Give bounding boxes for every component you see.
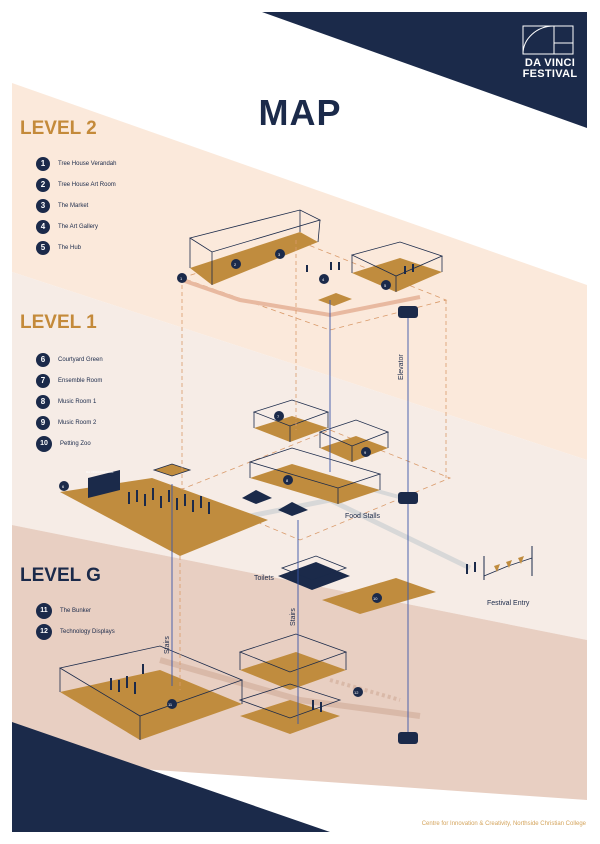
festival-entry-label: Festival Entry [487,600,530,607]
legend-item: 7 Ensemble Room [36,370,103,391]
level-g-floor-plan [58,633,421,744]
toilets-block [278,562,350,590]
legend-number: 7 [36,373,50,388]
legend-item: 12 Technology Displays [36,621,115,642]
map-title: MAP [258,92,342,133]
legend-label: Tree House Verandah [58,160,117,167]
map-marker-label: 7 [277,414,280,419]
room-2-floor [190,232,318,285]
legend-label: The Bunker [60,607,92,614]
legend-number: 11 [36,602,52,619]
room-8-floor [250,464,380,504]
room-11-floor [60,670,242,740]
map-marker-label: 3 [278,252,281,257]
room-4-floor [318,293,352,306]
logo-line-1: DA VINCI [524,57,576,69]
legend-item: 1 Tree House Verandah [36,153,116,174]
stage-sign: DA VINCI FESTIVAL [86,470,114,474]
level-2-title: LEVEL 2 [20,118,97,139]
map-marker-label: 4 [322,277,325,282]
map-marker-label: 8 [286,478,289,483]
room-9-floor [320,436,388,462]
level-2-legend: 1 Tree House Verandah 2 Tree House Art Roo… [36,153,116,258]
logo-mark [522,25,574,55]
legend-label: Ensemble Room [58,377,103,384]
map-marker-label: 11 [168,702,173,707]
legend-label: The Market [58,202,89,209]
legend-number: 2 [36,177,50,192]
map-marker-label: 1 [180,276,183,281]
level-2-band [12,83,587,460]
legend-number: 3 [36,198,50,213]
bottom-left-corner [12,722,330,832]
legend-item: 10 Petting Zoo [36,433,103,454]
level-2-floor-plan [180,209,448,331]
map-marker-label: 9 [364,450,367,455]
legend-number: 6 [36,352,50,367]
elevator-level-2-icon [398,306,418,318]
legend-number: 9 [36,415,50,430]
stairs-right-label: Stairs [290,608,297,626]
legend-label: Tree House Art Room [58,181,116,188]
legend-item: 3 The Market [36,195,116,216]
festival-logo: DA VINCI FESTIVAL [520,58,580,80]
level-1-band [12,272,587,640]
logo-line-2: FESTIVAL [522,68,578,80]
level-g-title: LEVEL G [20,565,101,586]
room-6-floor [60,478,268,556]
top-right-corner [262,12,587,128]
elevator-level-g-icon [398,732,418,744]
map-marker-label: 10 [373,596,378,601]
legend-item: 6 Courtyard Green [36,349,103,370]
legend-item: 5 The Hub [36,237,116,258]
room-7-floor [254,416,328,442]
legend-label: The Art Gallery [58,223,99,230]
map-marker-label: 6 [62,484,65,489]
elevator-label: Elevator [398,354,405,380]
legend-label: Music Room 1 [58,398,97,405]
legend-number: 1 [36,156,50,171]
toilets-label: Toilets [254,575,274,582]
footer-credit: Centre for Innovation & Creativity, Nort… [421,821,586,827]
map-marker-label: 12 [354,690,359,695]
legend-number: 10 [36,435,52,452]
elevator-level-1-icon [398,492,418,504]
legend-label: The Hub [58,244,82,251]
level-g-legend: 11 The Bunker 12 Technology Displays [36,600,115,642]
food-stalls-label: Food Stalls [345,513,381,520]
map-marker-label: 2 [234,262,237,267]
stairs-left-label: Stairs [164,636,171,654]
legend-number: 8 [36,394,50,409]
room-5-floor [352,258,442,292]
legend-label: Courtyard Green [58,356,103,363]
level-1-floor-plan [60,399,533,614]
legend-item: 4 The Art Gallery [36,216,116,237]
legend-item: 2 Tree House Art Room [36,174,116,195]
legend-label: Petting Zoo [60,440,91,447]
level-1-title: LEVEL 1 [20,312,97,333]
legend-number: 4 [36,219,50,234]
legend-number: 12 [36,623,52,640]
legend-label: Music Room 2 [58,419,97,426]
map-marker-label: 5 [384,283,387,288]
legend-item: 8 Music Room 1 [36,391,103,412]
legend-label: Technology Displays [60,628,115,635]
legend-item: 9 Music Room 2 [36,412,103,433]
legend-number: 5 [36,240,50,255]
legend-item: 11 The Bunker [36,600,115,621]
